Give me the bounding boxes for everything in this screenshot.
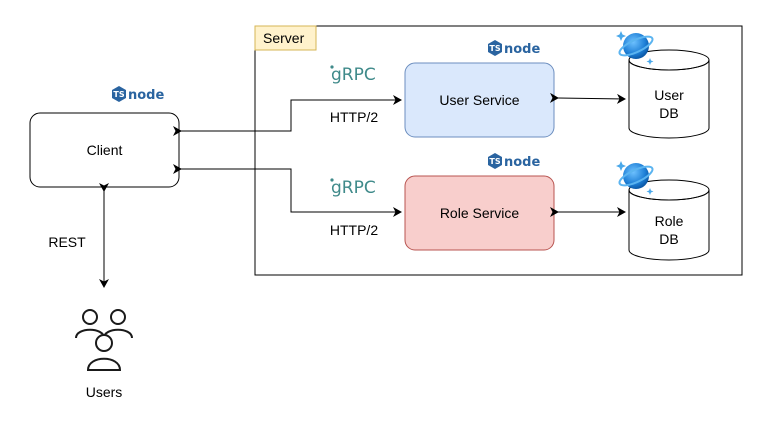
tsnode-badge-user-service: TS (489, 44, 500, 53)
grpc-logo-bottom-icon: gRPC (331, 178, 376, 198)
client-label: Client (87, 142, 123, 158)
tsnode-text-user-service: node (504, 42, 540, 57)
role-db-label-line2: DB (659, 231, 678, 247)
user-db-node[interactable]: User DB (628, 49, 710, 139)
grpc-logo-top: gRPC (330, 65, 376, 85)
http2-top-label: HTTP/2 (330, 109, 378, 125)
tsnode-logo-user-service: TS node (488, 40, 540, 57)
client-user-service-edge (173, 95, 402, 136)
role-service-label: Role Service (440, 205, 520, 221)
tsnode-text-client: node (128, 88, 164, 103)
user-service-node[interactable]: User Service (404, 62, 555, 138)
server-label: Server (263, 30, 305, 46)
tsnode-badge-client: TS (113, 90, 124, 99)
grpc-logo-bottom: gRPC (330, 178, 376, 198)
user-db-label-line2: DB (659, 105, 678, 121)
client-role-service-edge (173, 164, 402, 217)
role-service-node[interactable]: Role Service (404, 175, 555, 251)
users-icon[interactable] (75, 309, 133, 371)
cosmos-db-icon-user (616, 31, 654, 65)
server-label-box (254, 25, 317, 51)
users-label: Users (86, 384, 123, 400)
client-node[interactable]: Client (29, 112, 180, 188)
cosmos-db-icon-role (616, 161, 654, 195)
rest-label: REST (48, 234, 86, 250)
connectors (99, 92, 626, 288)
tsnode-logo-client: TS node (112, 86, 164, 103)
role-db-label-line1: Role (655, 213, 684, 229)
role-db-node[interactable]: Role DB (628, 179, 710, 261)
user-service-db-edge (549, 92, 626, 104)
user-service-label: User Service (439, 92, 519, 108)
tsnode-logo-role-service: TS node (488, 153, 540, 170)
tsnode-badge-role-service: TS (489, 157, 500, 166)
http2-bottom-label: HTTP/2 (330, 222, 378, 238)
tsnode-text-role-service: node (504, 155, 540, 170)
user-db-label-line1: User (654, 87, 684, 103)
grpc-logo-top-icon: gRPC (331, 65, 376, 85)
